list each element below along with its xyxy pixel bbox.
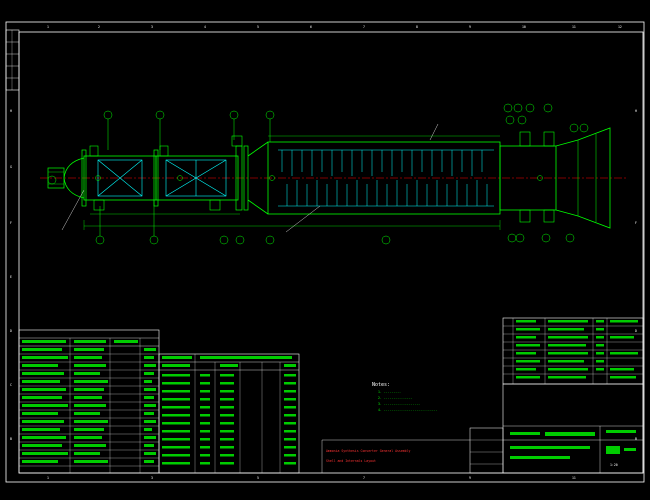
zone-letter-d-right: D xyxy=(635,329,637,333)
zone-number-bottom-11: 11 xyxy=(572,476,576,480)
zone-letter-f-right: F xyxy=(635,221,637,225)
revision-stamp-box xyxy=(5,29,20,91)
zone-letter-d: D xyxy=(10,329,12,333)
zone-number-11: 11 xyxy=(572,25,576,29)
manway-marker-3 xyxy=(269,175,275,181)
design-data-table xyxy=(18,329,160,474)
vessel-assembly[interactable] xyxy=(40,127,628,229)
sheet-border-inner xyxy=(18,31,644,474)
dimension-lines xyxy=(83,135,501,230)
title-line-2: Shell and Internals Layout xyxy=(326,459,376,463)
manway-marker-4 xyxy=(537,175,543,181)
border-zone-numbers: 1 2 3 4 5 6 7 8 9 10 11 12 1 3 5 7 9 11 xyxy=(47,25,622,480)
border-zone-letters: H G F E D C B H F D B xyxy=(10,109,637,441)
title-line-1: Ammonia Synthesis Converter General Asse… xyxy=(326,449,411,453)
zone-number-bottom-1: 1 xyxy=(47,476,49,480)
note-item-4: 4. ---------------------------- xyxy=(378,408,438,412)
note-item-2: 2. --------------- xyxy=(378,396,413,400)
shell-section-2 xyxy=(155,155,239,201)
manway-marker-1 xyxy=(95,175,101,181)
top-nozzles xyxy=(89,131,555,157)
balloon-callouts-top xyxy=(103,103,589,150)
zone-number-12: 12 xyxy=(618,25,622,29)
sheet-border-outer xyxy=(5,21,645,483)
zone-number-3: 3 xyxy=(151,25,153,29)
zone-letter-b: B xyxy=(10,437,12,441)
zone-number-4: 4 xyxy=(204,25,206,29)
zone-number-7: 7 xyxy=(363,25,365,29)
bottom-supports xyxy=(93,199,555,223)
note-item-3: 3. ------------------- xyxy=(378,402,420,406)
title-scale: 1:20 xyxy=(610,463,618,467)
title-block: Ammonia Synthesis Converter General Asse… xyxy=(321,383,644,474)
zone-letter-g: G xyxy=(10,165,12,169)
baffle-comb-upper xyxy=(278,149,494,176)
zone-number-6: 6 xyxy=(310,25,312,29)
zone-letter-h-right: H xyxy=(635,109,637,113)
left-nozzle xyxy=(47,167,65,189)
nozzle-schedule-table xyxy=(158,353,300,474)
notes-heading: Notes: xyxy=(372,382,390,388)
zone-number-8: 8 xyxy=(416,25,418,29)
leader-lines xyxy=(61,123,439,233)
zone-number-bottom-5: 5 xyxy=(257,476,259,480)
zone-number-10: 10 xyxy=(522,25,526,29)
catalyst-bed-2 xyxy=(165,159,227,197)
zone-number-bottom-9: 9 xyxy=(469,476,471,480)
catalyst-bed-1 xyxy=(97,159,143,197)
general-notes: Notes: 1. --------- 2. --------------- 3… xyxy=(372,382,438,412)
zone-number-2: 2 xyxy=(98,25,100,29)
parts-list-table xyxy=(502,317,644,385)
zone-letter-e: E xyxy=(10,275,12,279)
zone-number-1: 1 xyxy=(47,25,49,29)
cone-transition xyxy=(247,141,269,215)
zone-number-bottom-3: 3 xyxy=(151,476,153,480)
right-cone-outlet xyxy=(555,127,611,229)
zone-letter-b-right: B xyxy=(635,437,637,441)
manway-marker-2 xyxy=(177,175,183,181)
baffle-comb-lower xyxy=(278,180,494,207)
zone-letter-c: C xyxy=(10,383,12,387)
zone-number-bottom-7: 7 xyxy=(363,476,365,480)
zone-number-9: 9 xyxy=(469,25,471,29)
zone-letter-h: H xyxy=(10,109,12,113)
balloon-callouts-bottom xyxy=(47,175,575,245)
zone-letter-f: F xyxy=(10,221,12,225)
note-item-1: 1. --------- xyxy=(378,390,401,394)
zone-number-5: 5 xyxy=(257,25,259,29)
